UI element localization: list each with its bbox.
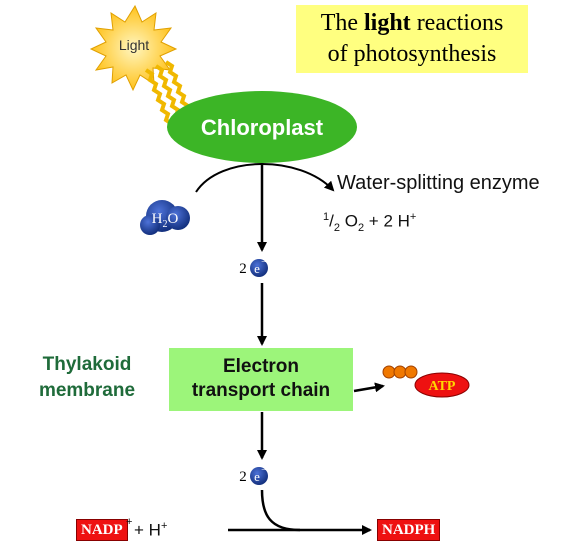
svg-text:e: e — [254, 469, 260, 484]
water-splitting-enzyme-label: Water-splitting enzyme — [337, 172, 540, 194]
nadph-tag: NADPH — [377, 519, 441, 541]
thylakoid-membrane-label: Thylakoid membrane — [38, 354, 136, 401]
svg-text:2: 2 — [239, 261, 247, 277]
svg-text:−: − — [261, 465, 267, 476]
svg-text:e: e — [254, 261, 260, 276]
nadp-plus-h: ++ H+ — [126, 516, 168, 540]
water-molecule: H2O — [140, 200, 190, 235]
light-label: Light — [119, 37, 149, 53]
atp-label: ATP — [429, 379, 456, 394]
oxygen-products: 1/2 O2 + 2 H+ — [323, 211, 417, 235]
diagram-title: The light reactions of photosynthesis — [296, 5, 528, 73]
chloroplast: Chloroplast — [167, 91, 357, 163]
electron-top: 2 e − — [239, 257, 268, 277]
atp-molecule: ATP — [382, 365, 470, 398]
arrow-electrons-to-nadph — [260, 489, 301, 532]
nadp-tag: NADP — [76, 519, 128, 541]
electron-bottom: 2 e − — [239, 465, 268, 485]
water-splitting-arrow — [195, 163, 335, 193]
svg-text:2: 2 — [239, 469, 247, 485]
electron-transport-chain: Electron transport chain — [169, 348, 353, 411]
sun-icon: Light — [89, 4, 178, 92]
water-label: H2O — [152, 211, 179, 230]
chloroplast-label: Chloroplast — [201, 115, 324, 140]
arrow-etc-to-atp — [353, 382, 385, 393]
svg-text:−: − — [261, 257, 267, 268]
